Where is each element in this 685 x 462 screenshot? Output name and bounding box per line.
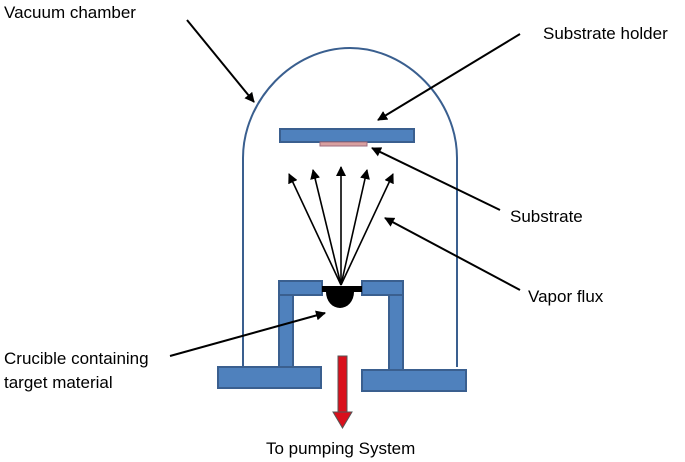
vapor-flux-pointer bbox=[384, 217, 521, 291]
vacuum-chamber-outline bbox=[242, 46, 458, 367]
crucible bbox=[322, 286, 362, 308]
vapor-flux-arrow bbox=[288, 173, 342, 286]
label-vapor-flux: Vapor flux bbox=[528, 287, 604, 306]
label-crucible-line2: target material bbox=[4, 373, 113, 392]
substrate-holder bbox=[279, 128, 415, 143]
substrate-pointer bbox=[371, 147, 501, 211]
label-substrate: Substrate bbox=[510, 207, 583, 226]
vapor-flux-arrows bbox=[288, 166, 394, 286]
label-pumping: To pumping System bbox=[266, 439, 415, 458]
label-crucible-line1: Crucible containing bbox=[4, 349, 149, 368]
crucible-pointer bbox=[169, 310, 326, 357]
vapor-flux-arrow bbox=[340, 169, 370, 286]
left-stand bbox=[217, 280, 323, 389]
pumping-arrow bbox=[332, 355, 353, 429]
vapor-flux-arrow bbox=[340, 173, 394, 286]
vapor-flux-arrow bbox=[310, 169, 342, 286]
vacuum-chamber-pointer bbox=[186, 19, 255, 103]
substrate bbox=[319, 141, 368, 147]
right-stand bbox=[361, 280, 467, 392]
label-substrate-holder: Substrate holder bbox=[543, 24, 668, 43]
substrate-holder-pointer bbox=[377, 33, 521, 121]
label-vacuum-chamber: Vacuum chamber bbox=[4, 3, 136, 22]
